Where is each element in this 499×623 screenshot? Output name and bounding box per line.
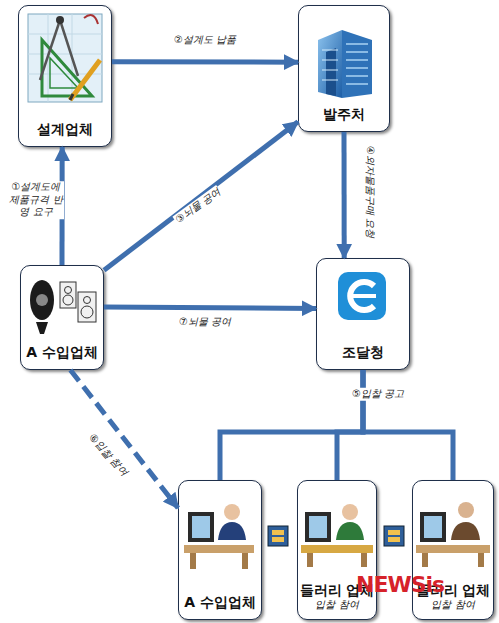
process-box: 발주처 bbox=[298, 5, 390, 132]
node-note: 입찰 참여 bbox=[431, 599, 474, 611]
node-title: A 수입업체 bbox=[184, 594, 256, 611]
node-title: 발주처 bbox=[323, 106, 365, 123]
node-title: 조달청 bbox=[342, 344, 384, 361]
flow-arrow bbox=[342, 132, 347, 258]
worker-icon bbox=[416, 502, 490, 567]
edge-label: ⑤입찰 공고 bbox=[351, 388, 405, 401]
edge-label: ①설계도에 제품규격 반영 요구 bbox=[8, 181, 64, 219]
agency-logo bbox=[338, 272, 386, 320]
worker-icon bbox=[184, 504, 254, 569]
edge-label: ②설계도 납품 bbox=[173, 34, 237, 47]
flow-arrow bbox=[220, 370, 363, 480]
watermark: NEWSis bbox=[356, 572, 444, 597]
flow-arrow bbox=[104, 122, 298, 270]
process-box: 들러리 업체입찰 참여 bbox=[297, 480, 377, 620]
process-box: 조달청 bbox=[316, 258, 410, 370]
worker-icon bbox=[301, 504, 373, 567]
building-icon bbox=[318, 30, 372, 98]
edge-label: ③뇌물 공여 bbox=[172, 185, 223, 227]
process-box: A 수입업체 bbox=[20, 265, 104, 370]
flow-arrow bbox=[337, 370, 363, 480]
flow-arrow bbox=[70, 370, 178, 508]
node-title: 설계업체 bbox=[37, 121, 93, 138]
flow-arrow bbox=[104, 307, 316, 308]
audio-icon bbox=[30, 280, 96, 334]
drafting-icon bbox=[28, 14, 102, 102]
process-box: A 수입업체 bbox=[178, 480, 262, 620]
edge-label: ⑥입찰 참여 bbox=[85, 431, 131, 480]
process-box: 들러리 업체입찰 참여 bbox=[412, 480, 494, 620]
node-note: 입찰 참여 bbox=[315, 599, 358, 611]
flow-arrow bbox=[112, 59, 298, 64]
link-icon bbox=[268, 526, 404, 546]
edge-label: ④외자물품구매 요청 bbox=[364, 145, 377, 239]
node-title: A 수입업체 bbox=[26, 344, 98, 361]
process-box: 설계업체 bbox=[18, 5, 112, 147]
edge-label: ⑦뇌물 공여 bbox=[178, 316, 232, 329]
flow-arrow bbox=[363, 370, 453, 480]
